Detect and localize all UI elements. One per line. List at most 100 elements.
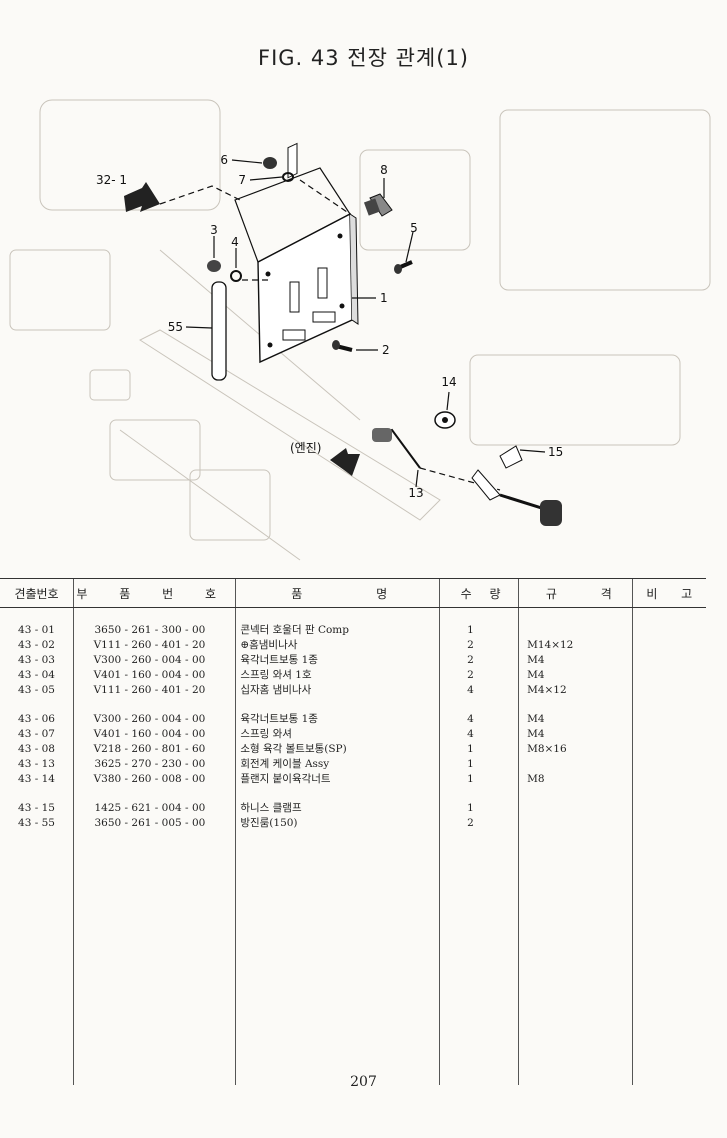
cell-note bbox=[631, 637, 706, 652]
spacer-cell bbox=[439, 786, 519, 800]
callout-13: 13 bbox=[408, 486, 423, 500]
spacer-cell bbox=[0, 608, 74, 623]
connector-holder-plate bbox=[234, 142, 359, 364]
header-qty: 수 량 bbox=[439, 578, 519, 608]
cell-code: 43 - 06 bbox=[18, 712, 55, 725]
cell-spec bbox=[518, 622, 633, 637]
cell-part-no: V218 - 260 - 801 - 60 bbox=[73, 741, 236, 756]
cell-part-no: 3650 - 261 - 300 - 00 bbox=[73, 622, 236, 637]
header-note: 비 고 bbox=[631, 578, 706, 608]
callout-55: 55 bbox=[168, 320, 183, 334]
cell-qty: 2 bbox=[439, 815, 519, 830]
spacer-cell bbox=[235, 786, 440, 800]
cell-name: 회전계 케이블 Assy bbox=[235, 756, 440, 771]
cell-part-no: V111 - 260 - 401 - 20 bbox=[73, 637, 236, 652]
spacer-cell bbox=[235, 607, 440, 622]
filler-cell bbox=[518, 830, 633, 1085]
callout-4: 4 bbox=[231, 235, 239, 249]
cell-part-no: 3650 - 261 - 005 - 00 bbox=[73, 815, 236, 830]
cell-note bbox=[631, 800, 706, 815]
cell-note bbox=[631, 622, 706, 637]
cell-note bbox=[631, 652, 706, 667]
cell-part-no: 3625 - 270 - 230 - 00 bbox=[73, 756, 236, 771]
cell-code: 43 - 08 bbox=[18, 742, 55, 755]
cell-name: ⊕홈냄비나사 bbox=[235, 637, 440, 652]
spacer-cell bbox=[631, 786, 706, 800]
spacer-cell bbox=[518, 607, 633, 622]
cell-spec: M4×12 bbox=[518, 682, 633, 697]
cell-code: 43 - 04 bbox=[18, 668, 55, 681]
cell-note bbox=[631, 815, 706, 830]
cell-spec: M14×12 bbox=[518, 637, 633, 652]
cell-name: 방진룸(150) bbox=[235, 815, 440, 830]
callout-engine: (엔진) bbox=[290, 441, 321, 455]
cell-name: 하니스 클램프 bbox=[235, 800, 440, 815]
cell-code: 43 - 13 bbox=[18, 757, 55, 770]
cell-code: 43 - 03 bbox=[18, 653, 55, 666]
cell-qty: 1 bbox=[439, 771, 519, 786]
cell-spec: M4 bbox=[518, 652, 633, 667]
cell-qty: 2 bbox=[439, 652, 519, 667]
header-spec: 규 격 bbox=[518, 578, 633, 608]
cell-name: 콘넥터 호울더 판 Comp bbox=[235, 622, 440, 637]
spacer-cell bbox=[631, 607, 706, 622]
cell-part-no: V111 - 260 - 401 - 20 bbox=[73, 682, 236, 697]
cell-qty: 1 bbox=[439, 622, 519, 637]
cell-qty: 4 bbox=[439, 711, 519, 726]
filler-cell bbox=[73, 830, 236, 1085]
cell-spec: M4 bbox=[518, 711, 633, 726]
cell-code: 43 - 05 bbox=[18, 683, 55, 696]
callout-6: 6 bbox=[220, 153, 228, 167]
table-header-row: 견출번호 부 품 번 호 품 명 수 량 규 격 비 고 bbox=[0, 578, 706, 608]
callout-32-1: 32- 1 bbox=[96, 173, 127, 187]
spacer-cell bbox=[518, 697, 633, 711]
header-name: 품 명 bbox=[235, 578, 440, 608]
cell-qty: 4 bbox=[439, 682, 519, 697]
cell-note bbox=[631, 771, 706, 786]
cell-part-no: V380 - 260 - 008 - 00 bbox=[73, 771, 236, 786]
callout-7: 7 bbox=[238, 173, 246, 187]
cell-note bbox=[631, 682, 706, 697]
cell-code: 43 - 14 bbox=[18, 772, 55, 785]
screw-5 bbox=[394, 260, 413, 274]
background-machinery-ghost bbox=[9, 99, 711, 561]
nut-3 bbox=[207, 260, 221, 272]
filler-row bbox=[0, 830, 706, 1085]
spacer-cell bbox=[73, 786, 236, 800]
callout-14: 14 bbox=[441, 375, 456, 389]
callout-5: 5 bbox=[410, 221, 418, 235]
cell-note bbox=[631, 726, 706, 741]
cell-name: 육각너트보통 1종 bbox=[235, 711, 440, 726]
filler-cell bbox=[0, 830, 74, 1085]
cell-part-no: V401 - 160 - 004 - 00 bbox=[73, 726, 236, 741]
spacer-row bbox=[0, 607, 706, 623]
cell-qty: 2 bbox=[439, 637, 519, 652]
cell-part-no: V401 - 160 - 004 - 00 bbox=[73, 667, 236, 682]
flange-nut-14 bbox=[434, 411, 456, 429]
header-part-no: 부 품 번 호 bbox=[73, 578, 236, 608]
cell-spec bbox=[518, 800, 633, 815]
washer-4 bbox=[230, 270, 242, 282]
filler-cell bbox=[235, 830, 440, 1085]
harness-clamp-15 bbox=[499, 445, 523, 469]
bolt-8 bbox=[363, 193, 393, 217]
spacer-cell bbox=[73, 697, 236, 711]
spacer-cell bbox=[73, 607, 236, 622]
cell-qty: 2 bbox=[439, 667, 519, 682]
cell-part-no: V300 - 260 - 004 - 00 bbox=[73, 652, 236, 667]
cell-code: 43 - 07 bbox=[18, 727, 55, 740]
spacer-row bbox=[0, 697, 706, 711]
callout-2: 2 bbox=[382, 343, 390, 357]
callout-3: 3 bbox=[210, 223, 218, 237]
cell-note bbox=[631, 667, 706, 682]
callout-8: 8 bbox=[380, 163, 388, 177]
screw-2 bbox=[332, 340, 353, 352]
